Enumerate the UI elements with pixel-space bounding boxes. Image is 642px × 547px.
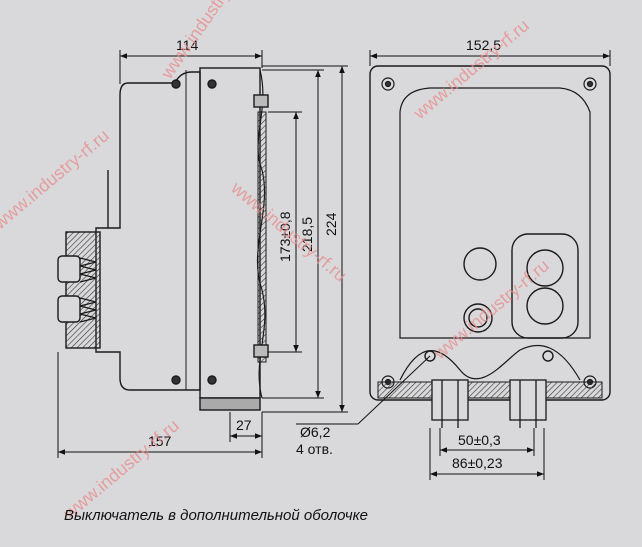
dim-27: 27 (236, 417, 252, 433)
dim-114: 114 (176, 37, 199, 53)
watermark-5: www.industry-rf.ru (429, 255, 553, 364)
drawing-caption: Выключатель в дополнительной оболочке (64, 507, 369, 524)
side-body (199, 67, 261, 399)
dimension-labels: 114 157 27 173±0,8 218,5 224 152,5 Ø6,2 … (148, 37, 503, 471)
button-bottom (526, 287, 564, 325)
side-housing-outline (95, 71, 201, 391)
cable-entries (431, 379, 547, 428)
dim-hole-count: 4 отв. (296, 441, 333, 457)
indicator-bottom (463, 303, 493, 333)
dim-86: 86±0,23 (452, 455, 503, 471)
side-cover-hatch (257, 111, 267, 363)
side-dimensions (57, 50, 348, 458)
dim-218-5: 218,5 (299, 217, 315, 252)
front-view (369, 65, 611, 428)
front-gland-wave (399, 344, 581, 381)
side-base (199, 397, 261, 411)
front-inner-frame (399, 87, 591, 339)
dim-50: 50±0,3 (458, 432, 501, 448)
dim-diameter: Ø6,2 (300, 424, 331, 440)
watermark-1: www.industry-rf.ru (156, 0, 256, 83)
front-dimensions (296, 50, 611, 480)
dim-224: 224 (323, 212, 339, 236)
button-panel (511, 233, 579, 339)
button-top (526, 249, 564, 287)
side-gland-hatch (65, 231, 101, 349)
corner-screws (381, 77, 597, 389)
dim-173: 173±0,8 (277, 211, 293, 262)
dim-157: 157 (148, 433, 172, 449)
watermark-4: www.industry-rf.ru (409, 15, 533, 124)
indicator-top (463, 247, 497, 281)
watermark-2: www.industry-rf.ru (0, 125, 113, 234)
front-outer-frame (369, 65, 611, 401)
dim-152-5: 152,5 (466, 37, 501, 53)
side-springs (57, 255, 97, 323)
side-view (57, 67, 269, 411)
front-bottom-hatch (377, 381, 603, 399)
